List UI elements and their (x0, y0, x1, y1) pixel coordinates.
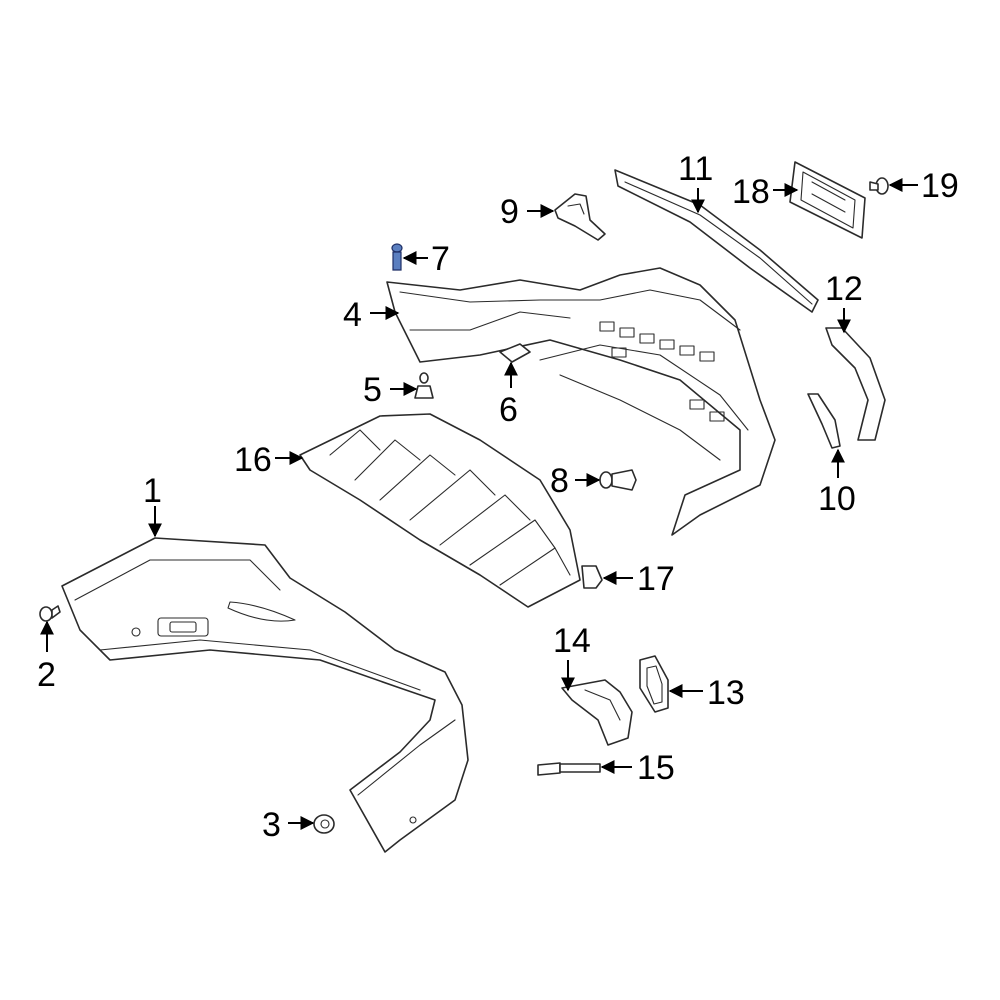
reflector-13-part (639, 655, 669, 713)
callout-10: 10 (818, 480, 856, 518)
bracket-9-part (554, 193, 606, 241)
screw-19-part (869, 177, 889, 195)
leader-lines (40, 178, 918, 830)
callout-5: 5 (363, 371, 382, 409)
bumper-cover-part (61, 537, 469, 853)
callout-13: 13 (707, 674, 745, 712)
callout-4: 4 (343, 296, 362, 334)
callout-numbers: 1 2 3 4 5 6 7 8 9 10 11 12 13 14 15 16 1… (37, 150, 959, 844)
callout-19: 19 (921, 167, 959, 205)
nut-3-part (313, 814, 335, 834)
fastener-8-part (599, 469, 637, 491)
upper-trim-part (614, 169, 819, 313)
license-bracket-part (789, 161, 866, 239)
callout-1: 1 (143, 472, 162, 510)
support-slots (599, 321, 725, 422)
side-trim-10-part (807, 393, 841, 449)
bolt-15-part (537, 762, 601, 776)
screw-7-part (391, 243, 403, 271)
callout-15: 15 (637, 749, 675, 787)
callout-7: 7 (431, 240, 450, 278)
nut-clip-6-part (499, 343, 531, 363)
screw-2-part (39, 605, 61, 622)
diffuser-part (299, 413, 581, 608)
callout-8: 8 (550, 462, 569, 500)
callout-6: 6 (499, 391, 518, 429)
push-pin-5-part (414, 372, 434, 399)
callout-16: 16 (234, 441, 272, 479)
callout-18: 18 (732, 173, 770, 211)
callout-9: 9 (500, 193, 519, 231)
callout-14: 14 (553, 622, 591, 660)
callout-12: 12 (825, 270, 863, 308)
bracket-14-part (561, 679, 633, 746)
bumper-support-part (386, 267, 776, 536)
callout-3: 3 (262, 806, 281, 844)
callout-17: 17 (637, 560, 675, 598)
side-trim-12-part (825, 327, 886, 441)
callout-2: 2 (37, 656, 56, 694)
callout-11: 11 (678, 150, 713, 188)
clip-17-part (581, 565, 603, 589)
